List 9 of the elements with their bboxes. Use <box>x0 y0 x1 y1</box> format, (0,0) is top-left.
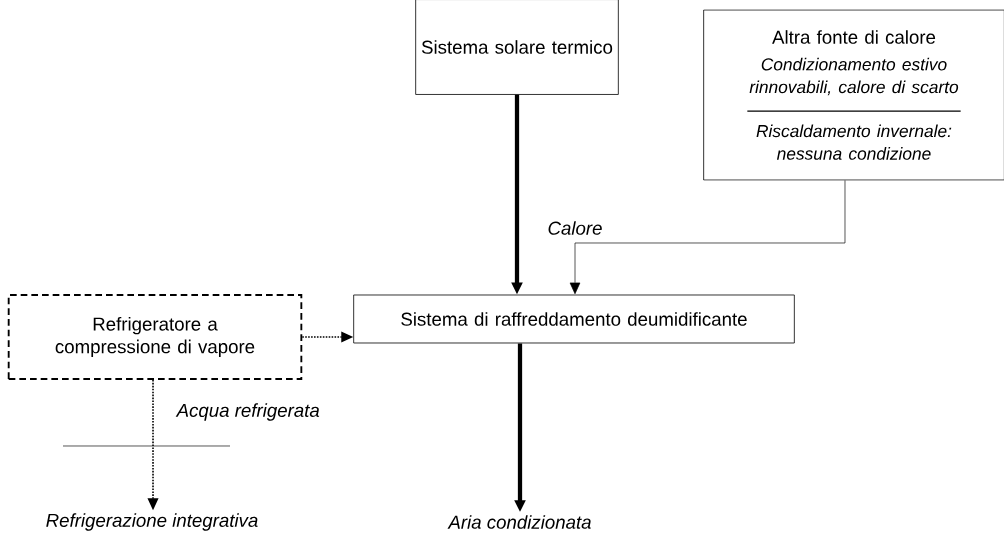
output-text: Refrigerazione integrativa <box>46 513 258 531</box>
source-box: Altra fonte di calore Condizionamento estivo rinnovabili, calore di scarto Riscaldamento invernale: nessuna condizione <box>703 9 1004 181</box>
process-box: Refrigeratore a compressione di vapore <box>7 294 303 380</box>
output-text: Aria condizionata <box>447 515 591 529</box>
process-box: Sistema solare termico <box>415 0 619 95</box>
process-box: Sistema di raffreddamento deumidificante <box>353 294 795 344</box>
edge-label: Acqua refrigerata <box>175 403 320 421</box>
arrow <box>569 180 846 295</box>
flow-label: Calore <box>548 221 602 235</box>
